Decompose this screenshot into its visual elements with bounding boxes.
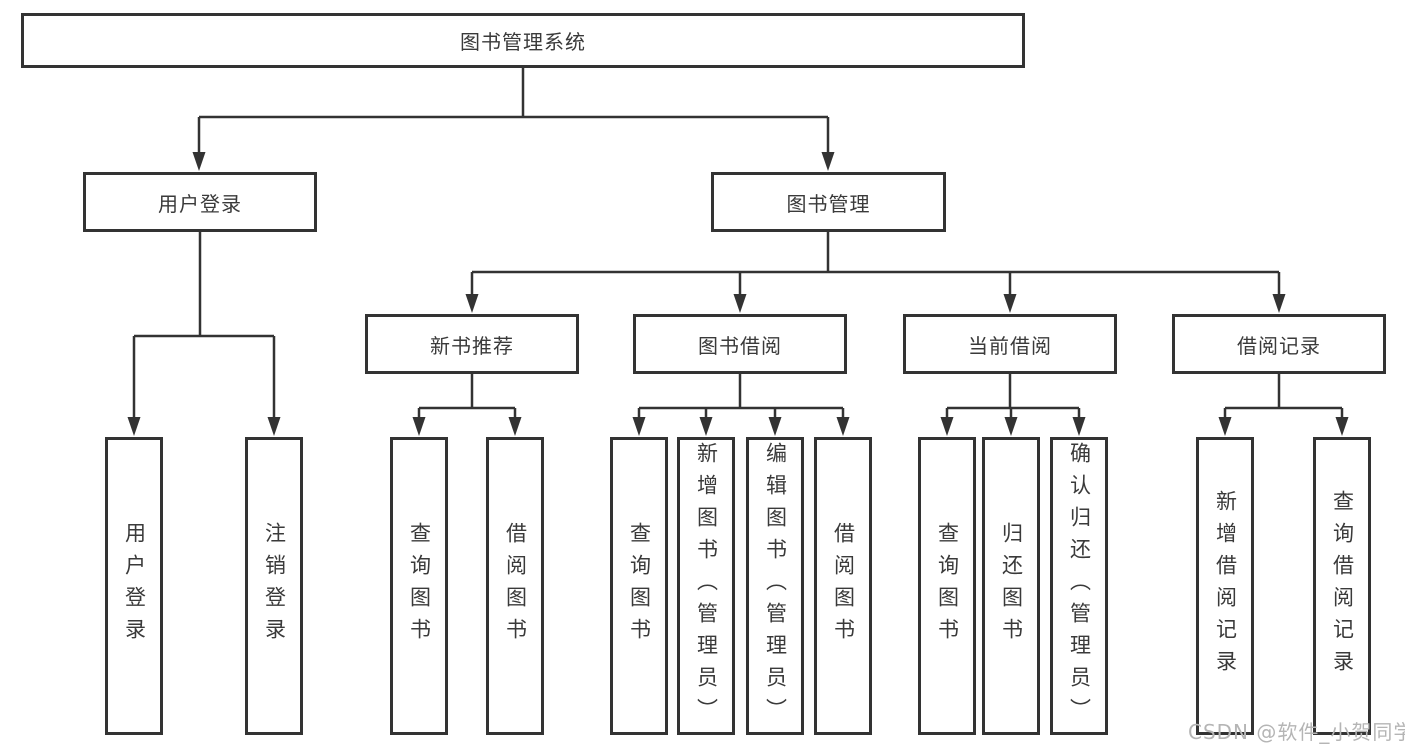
node-borrow-records: 借阅记录	[1172, 314, 1386, 374]
watermark: CSDN @软件_小贺同学	[1188, 720, 1405, 744]
node-book-borrow: 图书借阅	[633, 314, 847, 374]
leaf-user-login-1: 用户登录	[105, 437, 163, 735]
leaf-label: 新增图书（管理员）	[694, 442, 719, 730]
node-user-login-label: 用户登录	[158, 191, 242, 216]
leaf-new-books-2: 借阅图书	[486, 437, 544, 735]
leaf-user-login-2: 注销登录	[245, 437, 303, 735]
arrow-down-icon	[1218, 417, 1232, 436]
leaf-label: 确认归还（管理员）	[1067, 442, 1092, 730]
leaf-label: 查询借阅记录	[1330, 490, 1355, 682]
connector-lines	[132, 68, 1344, 418]
arrow-down-icon	[127, 417, 141, 436]
leaf-book-borrow-4: 借阅图书	[814, 437, 872, 735]
arrow-down-icon	[1335, 417, 1349, 436]
node-borrow-records-label: 借阅记录	[1237, 333, 1321, 358]
arrow-down-icon	[1272, 294, 1286, 313]
arrow-down-icon	[1004, 417, 1018, 436]
leaf-book-borrow-3: 编辑图书（管理员）	[746, 437, 804, 735]
leaf-label: 用户登录	[122, 522, 147, 650]
leaf-current-borrow-2: 归还图书	[982, 437, 1040, 735]
arrow-down-icon	[412, 417, 426, 436]
leaf-current-borrow-3: 确认归还（管理员）	[1050, 437, 1108, 735]
arrow-down-icon	[699, 417, 713, 436]
arrow-down-icon	[508, 417, 522, 436]
leaf-book-borrow-2: 新增图书（管理员）	[677, 437, 735, 735]
arrow-down-icon	[733, 294, 747, 313]
arrow-down-icon	[632, 417, 646, 436]
node-user-login: 用户登录	[83, 172, 317, 232]
node-root: 图书管理系统	[21, 13, 1025, 68]
node-book-borrow-label: 图书借阅	[698, 333, 782, 358]
leaf-new-books-1: 查询图书	[390, 437, 448, 735]
arrow-down-icon	[940, 417, 954, 436]
node-new-books-label: 新书推荐	[430, 333, 514, 358]
arrow-down-icon	[1003, 294, 1017, 313]
arrow-down-icon	[1072, 417, 1086, 436]
arrow-down-icon	[465, 294, 479, 313]
arrow-down-icon	[768, 417, 782, 436]
leaf-current-borrow-1: 查询图书	[918, 437, 976, 735]
leaf-label: 查询图书	[627, 522, 652, 650]
arrow-down-icon	[267, 417, 281, 436]
leaf-borrow-records-1: 新增借阅记录	[1196, 437, 1254, 735]
leaf-label: 编辑图书（管理员）	[763, 442, 788, 730]
leaf-label: 借阅图书	[503, 522, 528, 650]
arrow-down-icon	[836, 417, 850, 436]
leaf-borrow-records-2: 查询借阅记录	[1313, 437, 1371, 735]
node-current-borrow: 当前借阅	[903, 314, 1117, 374]
leaf-label: 新增借阅记录	[1213, 490, 1238, 682]
leaf-label: 查询图书	[407, 522, 432, 650]
arrowheads	[127, 152, 1349, 436]
node-new-books: 新书推荐	[365, 314, 579, 374]
leaf-book-borrow-1: 查询图书	[610, 437, 668, 735]
node-current-borrow-label: 当前借阅	[968, 333, 1052, 358]
node-root-label: 图书管理系统	[460, 30, 586, 54]
leaf-label: 查询图书	[935, 522, 960, 650]
arrow-down-icon	[821, 152, 835, 171]
leaf-label: 归还图书	[999, 522, 1024, 650]
leaf-label: 注销登录	[262, 522, 287, 650]
arrow-down-icon	[192, 152, 206, 171]
node-book-mgmt-label: 图书管理	[786, 191, 871, 216]
node-book-mgmt: 图书管理	[711, 172, 946, 232]
leaf-label: 借阅图书	[831, 522, 856, 650]
